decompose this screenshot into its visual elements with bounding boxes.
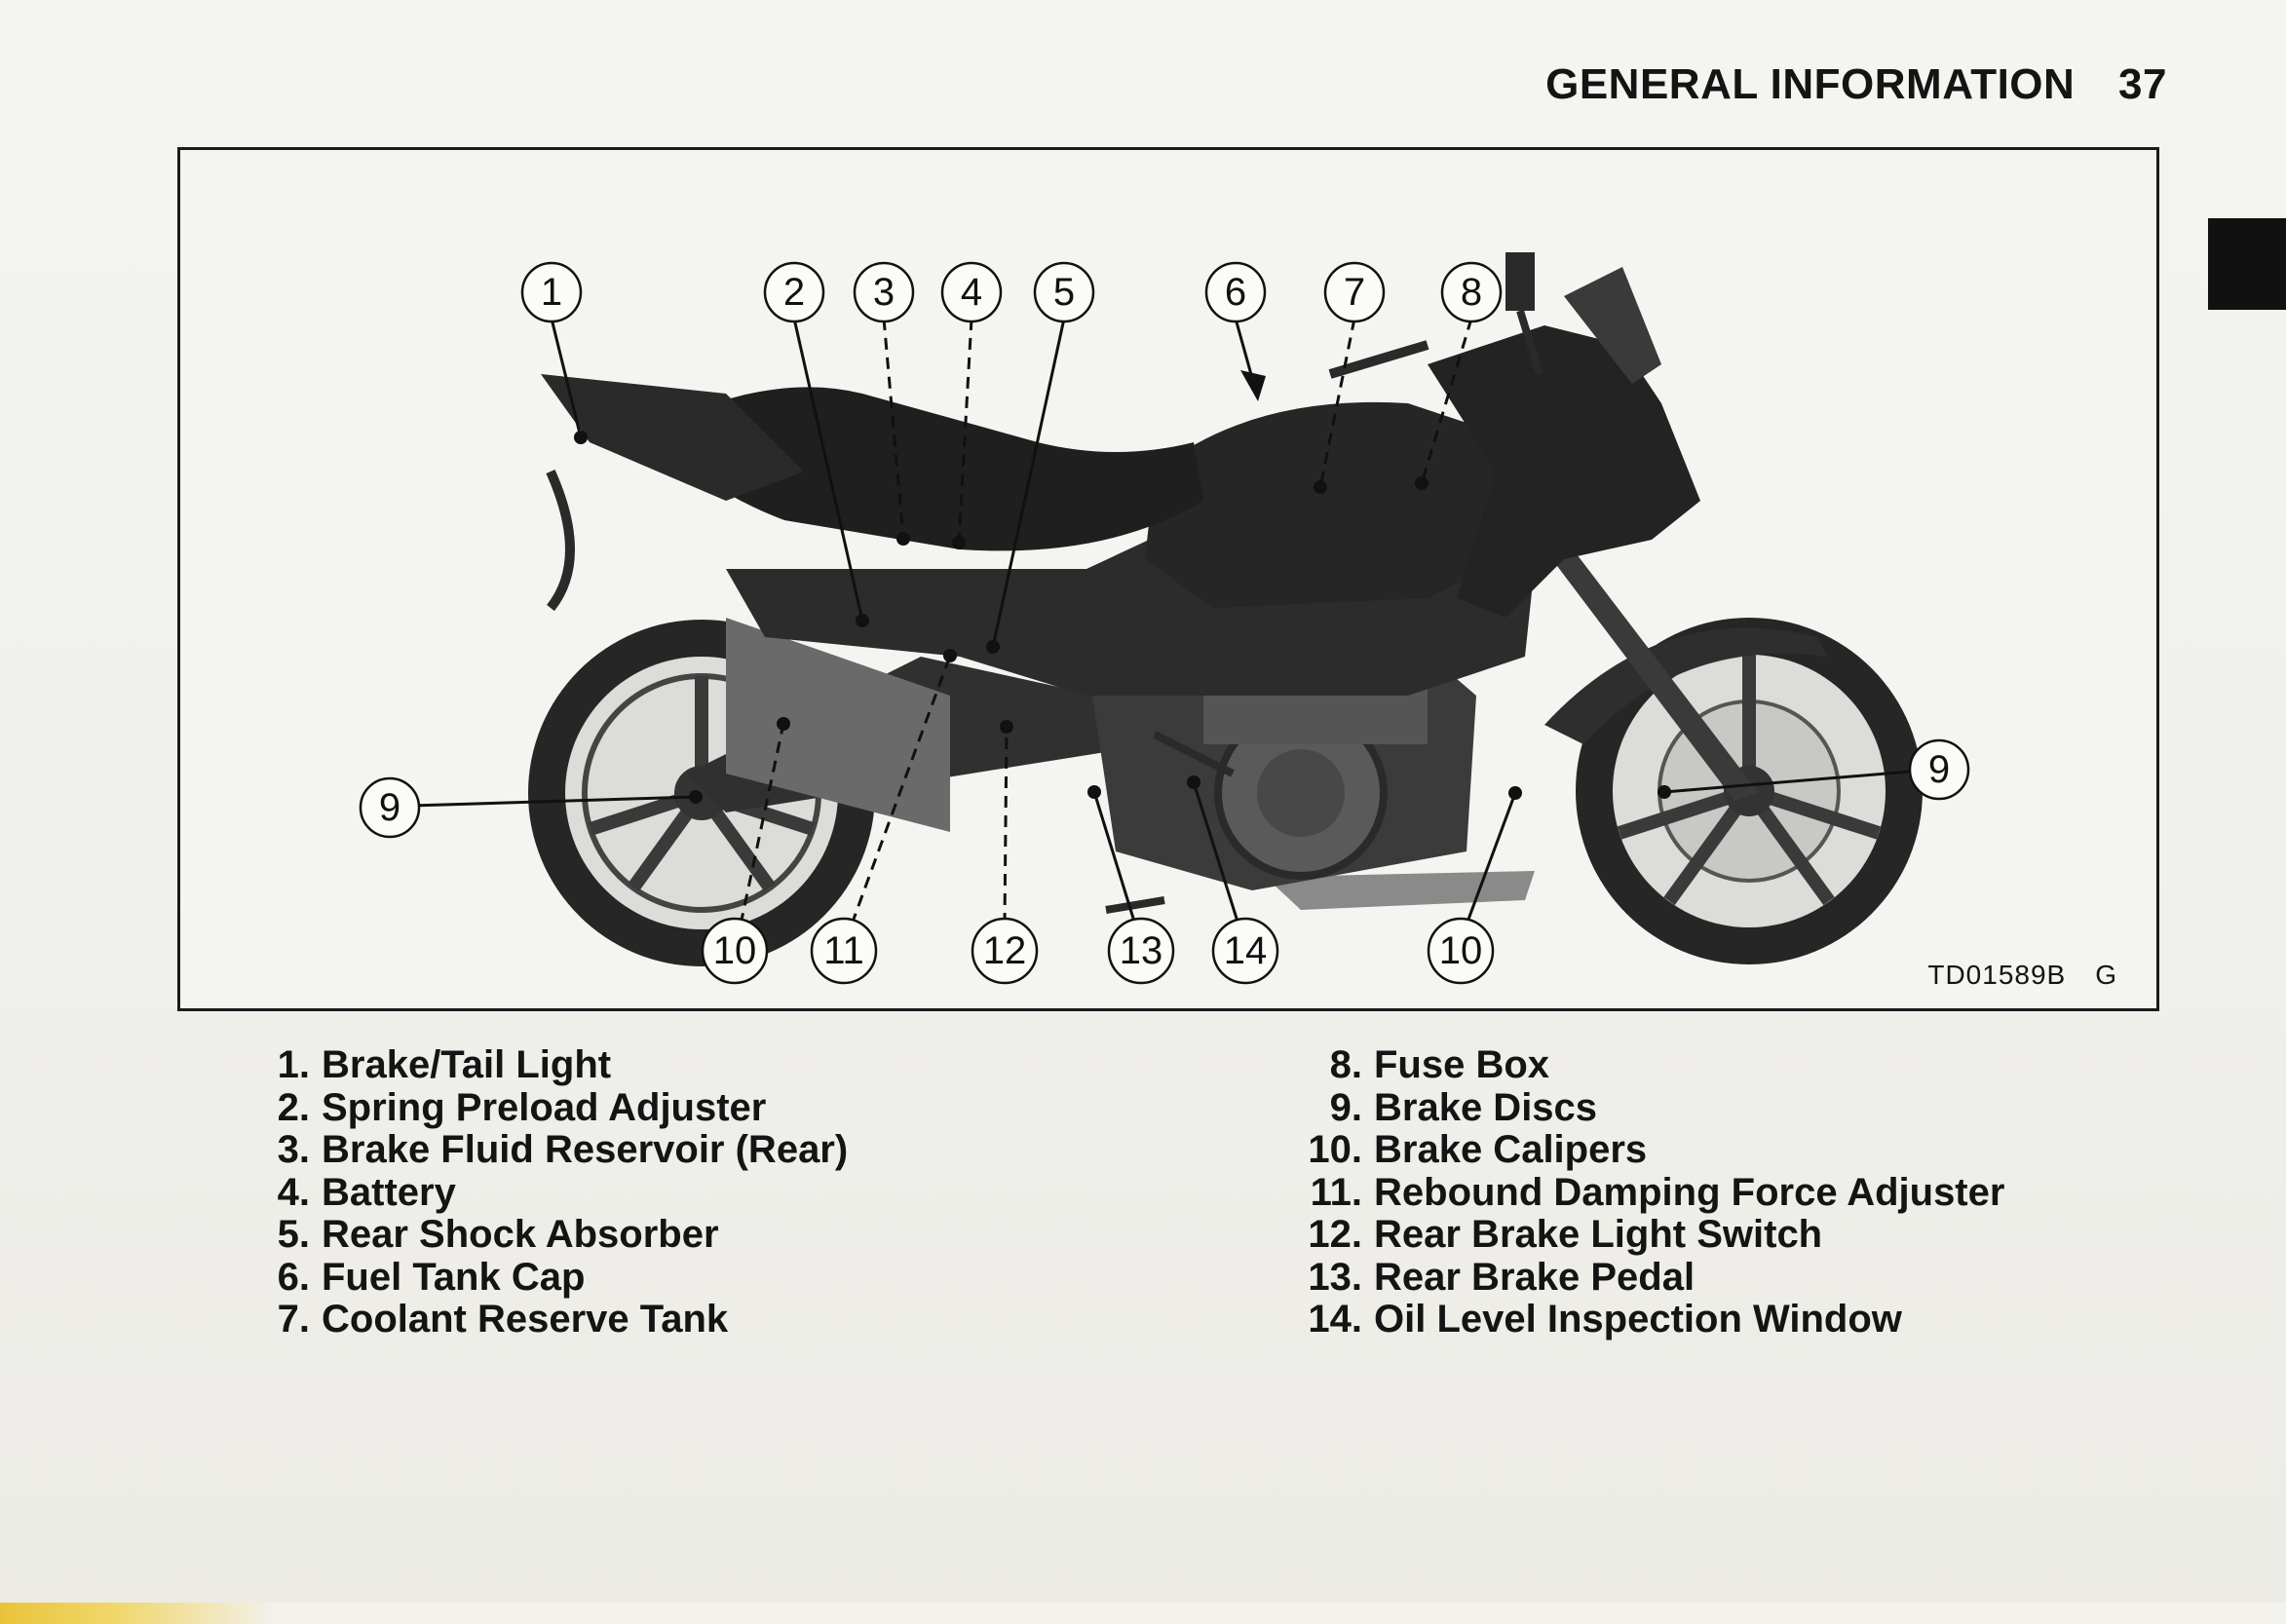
svg-text:4: 4 [961,271,982,314]
callout-10-rear: 10 [701,917,769,985]
svg-text:10: 10 [713,929,757,972]
callout-10-front: 10 [1427,917,1495,985]
svg-text:7: 7 [1344,271,1365,314]
legend-right-column: 8.Fuse Box 9.Brake Discs 10.Brake Calipe… [1294,1043,2005,1341]
motorcycle-illustration: 1 2 3 4 5 6 7 8 9 9 10 11 12 13 14 10 [359,252,1970,985]
svg-text:1: 1 [541,271,562,314]
leader-lines [410,318,1911,925]
callout-14: 14 [1211,917,1279,985]
svg-text:9: 9 [379,786,400,829]
svg-text:8: 8 [1461,271,1482,314]
callout-5: 5 [1033,261,1095,323]
legend-item: 12.Rear Brake Light Switch [1308,1213,1823,1256]
legend-item: 9.Brake Discs [1329,1085,1598,1129]
page-edge [0,1603,2286,1624]
callout-8: 8 [1440,261,1503,323]
callout-3: 3 [853,261,915,323]
svg-text:11: 11 [823,929,864,972]
svg-text:13: 13 [1120,929,1163,972]
svg-text:14: 14 [1224,929,1268,972]
callout-9-rear: 9 [359,776,421,839]
callout-11: 11 [810,917,878,985]
svg-text:10: 10 [1439,929,1483,972]
svg-text:3: 3 [873,271,895,314]
callout-2: 2 [763,261,825,323]
section-title: GENERAL INFORMATION [1545,60,2076,108]
svg-text:2: 2 [783,271,805,314]
motorcycle-silhouette [528,252,1923,966]
legend-item: 13.Rear Brake Pedal [1308,1255,1695,1299]
legend-item: 2.Spring Preload Adjuster [277,1085,767,1129]
motorcycle-figure: 1 2 3 4 5 6 7 8 9 9 10 11 12 13 14 10 TD… [177,147,2159,1011]
legend-item: 7.Coolant Reserve Tank [277,1298,729,1341]
legend-item: 11.Rebound Damping Force Adjuster [1310,1170,2005,1214]
legend-item: 3.Brake Fluid Reservoir (Rear) [277,1128,849,1171]
svg-text:12: 12 [983,929,1027,972]
callout-9-front: 9 [1908,738,1970,801]
legend-item: 5.Rear Shock Absorber [277,1213,719,1256]
page-header: GENERAL INFORMATION 37 [1545,60,2167,109]
svg-text:5: 5 [1053,271,1075,314]
svg-text:9: 9 [1928,748,1950,791]
legend-item: 1.Brake/Tail Light [277,1043,612,1086]
callout-1: 1 [520,261,583,323]
callout-13: 13 [1107,917,1175,985]
chapter-thumb-tab [2208,218,2286,310]
callout-7: 7 [1323,261,1386,323]
legend-left-column: 1.Brake/Tail Light 2.Spring Preload Adju… [271,1043,849,1341]
legend-item: 8.Fuse Box [1329,1043,1550,1086]
legend-item: 10.Brake Calipers [1308,1128,1648,1171]
legend-item: 14.Oil Level Inspection Window [1308,1298,1902,1341]
page-number: 37 [2118,60,2167,108]
callout-6: 6 [1204,261,1267,323]
callout-4: 4 [940,261,1003,323]
svg-text:6: 6 [1225,271,1246,314]
legend-item: 4.Battery [277,1170,456,1214]
callout-12: 12 [971,917,1039,985]
legend-item: 6.Fuel Tank Cap [277,1255,586,1299]
